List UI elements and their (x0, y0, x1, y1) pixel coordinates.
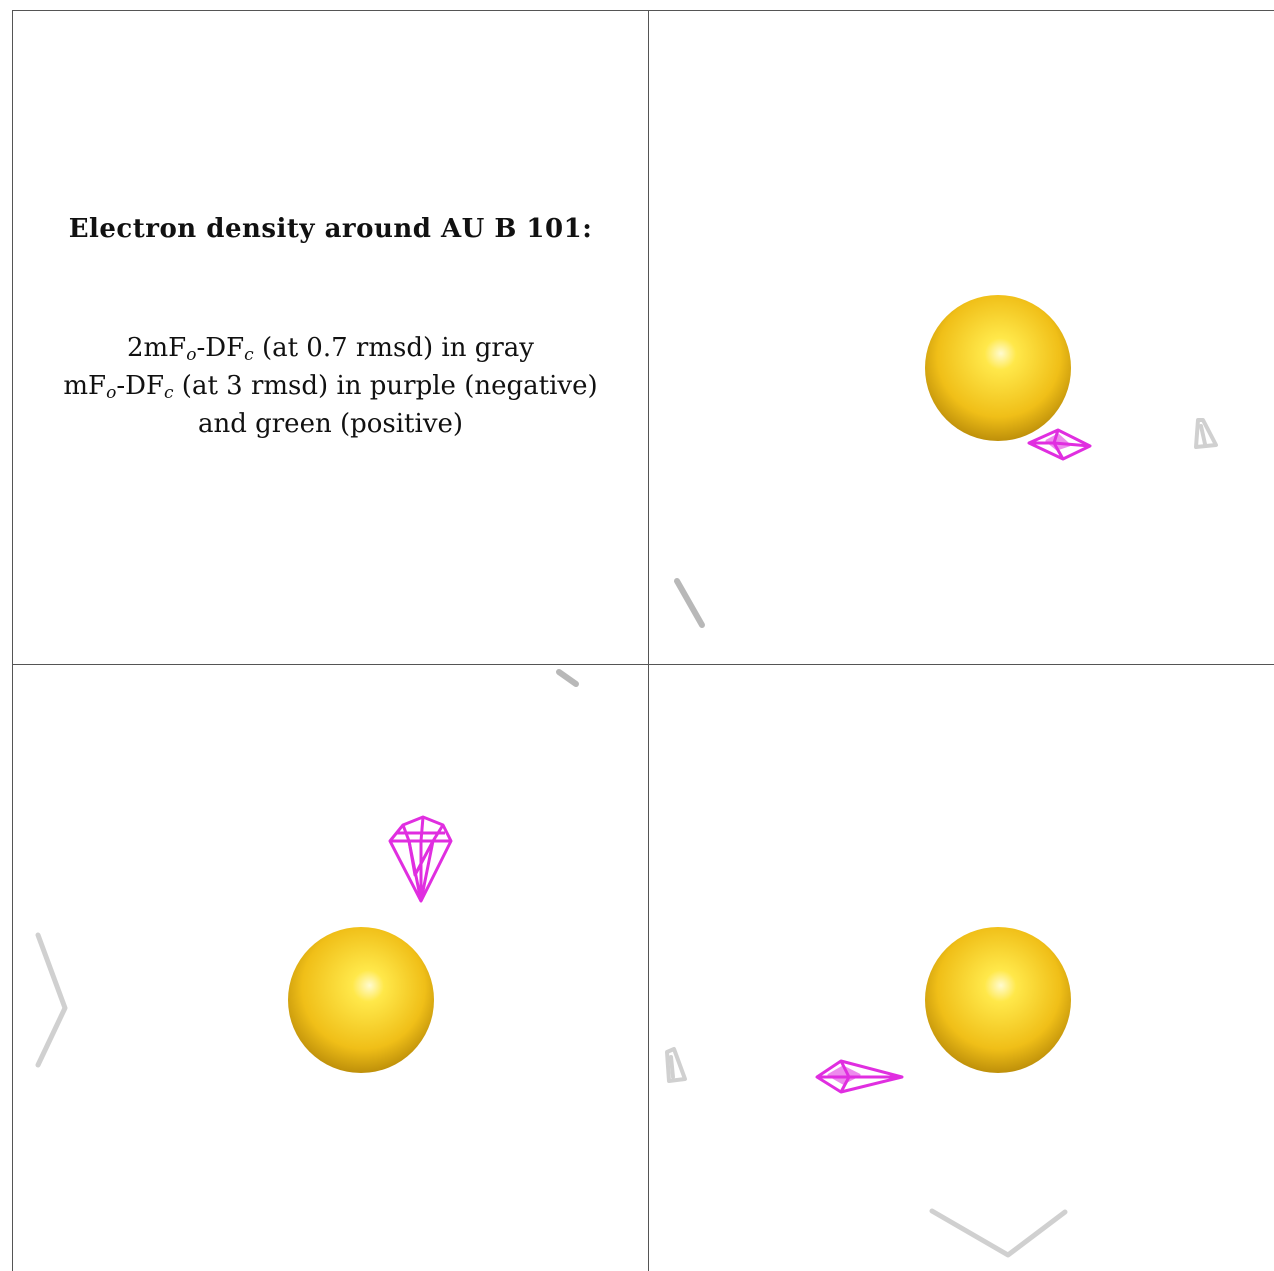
gold-atom-sphere (288, 927, 434, 1073)
density-view-2 (13, 665, 648, 1271)
negative-density-mesh (388, 815, 453, 903)
legend-line-2fofc: 2mFo-DFc (at 0.7 rmsd) in gray (126, 333, 534, 365)
gray-density-fragment (665, 1047, 687, 1083)
density-view-2-canvas (35, 669, 579, 1073)
density-view-1-canvas (674, 295, 1218, 628)
density-view-3 (649, 665, 1274, 1271)
negative-density-mesh (815, 1059, 904, 1094)
legend-panel: Electron density around AU B 101: 2mFo-D… (13, 11, 648, 664)
gray-density-bond (35, 932, 68, 1068)
outer-border-top (12, 10, 1274, 11)
divider-horizontal (12, 664, 1274, 665)
outer-border-left (12, 10, 13, 1271)
legend-line-fofc: mFo-DFc (at 3 rmsd) in purple (negative) (63, 371, 598, 403)
negative-density-mesh (1027, 428, 1092, 461)
density-view-3-canvas (665, 927, 1071, 1258)
legend-caption: 2mFo-DFc (at 0.7 rmsd) in gray mFo-DFc (… (13, 329, 648, 443)
gray-density-fragment (1194, 418, 1218, 449)
gold-atom-sphere (925, 295, 1071, 441)
divider-vertical (648, 10, 649, 1271)
gray-density-stick (674, 578, 705, 628)
density-view-1 (649, 11, 1274, 664)
panel-heading: Electron density around AU B 101: (68, 214, 593, 244)
gray-density-stick (556, 669, 579, 687)
gold-atom-sphere (925, 927, 1071, 1073)
gray-density-bond (929, 1208, 1068, 1258)
legend-line-positive: and green (positive) (197, 409, 464, 439)
